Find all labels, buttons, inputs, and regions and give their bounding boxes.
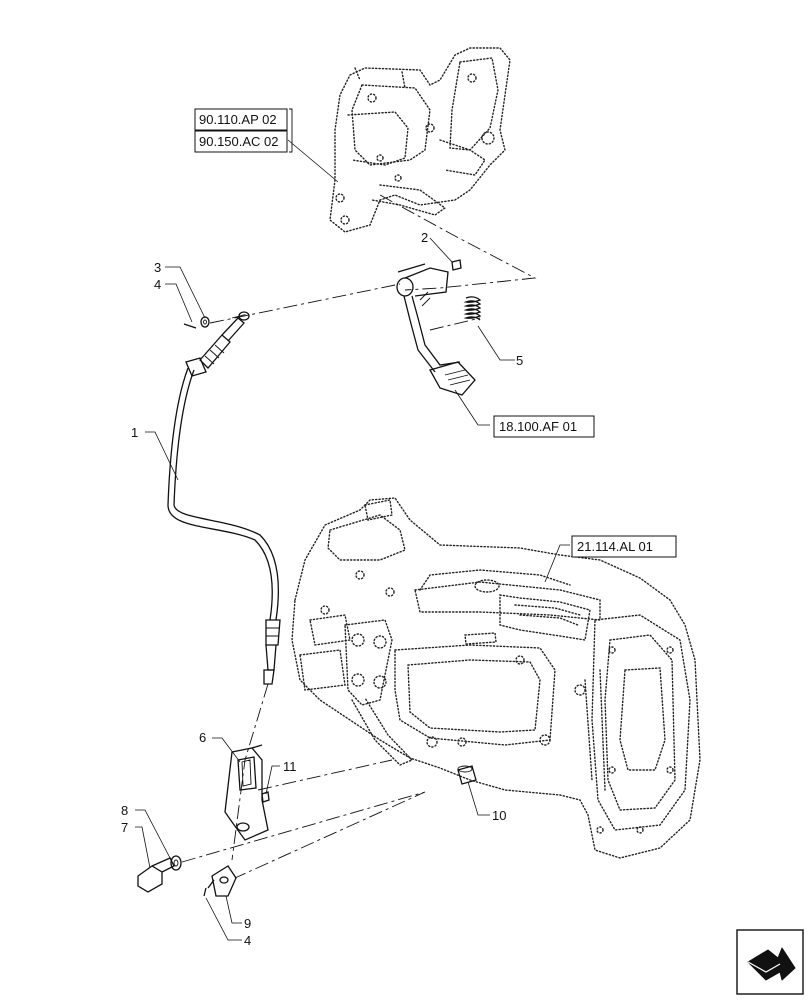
reference-label: 90.150.AC 02 [199, 134, 279, 149]
bolt-7 [137, 857, 175, 893]
pedal-bracket-assembly [329, 47, 511, 233]
callout-6: 6 [199, 730, 206, 745]
callout-4-top: 4 [154, 277, 161, 292]
callout-10: 10 [492, 808, 506, 823]
release-lever [344, 619, 414, 766]
screw-2 [451, 259, 462, 271]
reference-bracket [289, 108, 293, 153]
callout-labels: 1 2 3 4 5 6 7 8 9 4 10 11 [121, 230, 523, 948]
callout-8: 8 [121, 803, 128, 818]
callout-11: 11 [283, 759, 297, 774]
callout-2: 2 [421, 230, 428, 245]
callout-1: 1 [131, 425, 138, 440]
transmission-housing [291, 497, 701, 859]
cable-bracket-6 [224, 744, 269, 841]
reference-label: 18.100.AF 01 [499, 419, 577, 434]
reference-box-90-110[interactable]: 90.110.AP 02 [194, 108, 288, 131]
reference-box-18-100[interactable]: 18.100.AF 01 [493, 415, 595, 438]
split-pin-4-top [183, 323, 197, 329]
reference-box-90-150[interactable]: 90.150.AC 02 [194, 130, 288, 153]
clutch-cable [167, 311, 281, 685]
washer-8 [170, 855, 182, 871]
leader-lines [135, 139, 570, 941]
reference-label: 90.110.AP 02 [199, 112, 277, 127]
washer-3 [200, 316, 210, 328]
callout-3: 3 [154, 260, 161, 275]
next-page-arrow-icon[interactable] [736, 929, 804, 995]
return-spring [463, 296, 482, 321]
reference-label: 21.114.AL 01 [577, 539, 653, 554]
callout-5: 5 [516, 353, 523, 368]
assembly-lines [181, 194, 537, 879]
clutch-pedal [396, 263, 476, 396]
pin-10 [457, 765, 477, 785]
reference-box-21-114[interactable]: 21.114.AL 01 [571, 535, 677, 558]
screw-11 [261, 791, 270, 803]
clevis-9 [207, 865, 237, 897]
split-pin-4-bottom [203, 887, 207, 897]
callout-9: 9 [244, 916, 251, 931]
callout-7: 7 [121, 820, 128, 835]
callout-4-bottom: 4 [244, 933, 251, 948]
